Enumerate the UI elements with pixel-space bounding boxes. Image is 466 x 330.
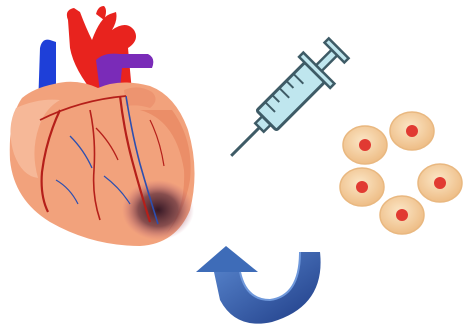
heart-with-infarct-icon bbox=[10, 6, 195, 246]
infarct-region bbox=[122, 180, 194, 240]
curved-return-arrow-icon bbox=[196, 246, 321, 324]
stem-cell bbox=[390, 112, 434, 150]
syringe-icon bbox=[216, 33, 355, 172]
stem-cells-icon bbox=[340, 112, 462, 234]
stem-cell bbox=[340, 168, 384, 206]
arrow-head bbox=[196, 246, 258, 272]
stem-cell bbox=[418, 164, 462, 202]
aorta-branch bbox=[96, 6, 106, 20]
stem-cell bbox=[380, 196, 424, 234]
stem-cell bbox=[343, 126, 387, 164]
